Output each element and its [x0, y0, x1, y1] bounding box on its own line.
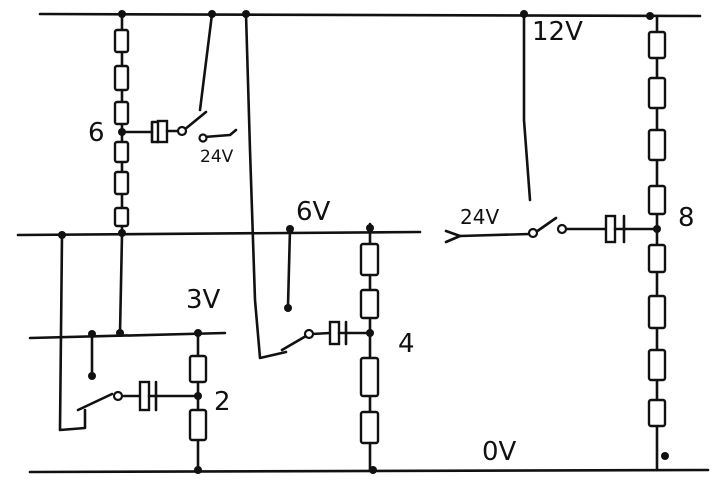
label-24v-top: 24V [200, 147, 234, 167]
label-node-4: 4 [398, 329, 415, 359]
switch-middle [280, 320, 374, 352]
divider-2 [188, 331, 208, 472]
wire-6v-to-switch [286, 227, 292, 308]
rail-3v [28, 331, 227, 340]
switch-top-left [120, 12, 238, 144]
label-24v-right: 24V [460, 205, 499, 229]
label-3v: 3V [186, 285, 221, 315]
wire-6v-to-3v [118, 233, 124, 335]
junction-dots [58, 10, 669, 474]
label-6v: 6V [296, 197, 331, 227]
label-12v: 12V [532, 17, 583, 47]
label-0v: 0V [482, 437, 517, 467]
rail-12v [38, 12, 702, 18]
rail-6v [16, 230, 422, 237]
switch-lower-left [76, 380, 200, 412]
divider-6 [113, 12, 130, 237]
switch-right [444, 12, 659, 244]
divider-8 [647, 14, 667, 472]
wire-12v-to-node4-switch [244, 12, 288, 360]
wire-left-loop [58, 233, 87, 432]
divider-4 [359, 222, 380, 472]
rail-0v [28, 468, 710, 474]
label-node-2: 2 [214, 387, 231, 417]
label-node-6: 6 [88, 118, 105, 148]
label-node-8: 8 [678, 203, 695, 233]
